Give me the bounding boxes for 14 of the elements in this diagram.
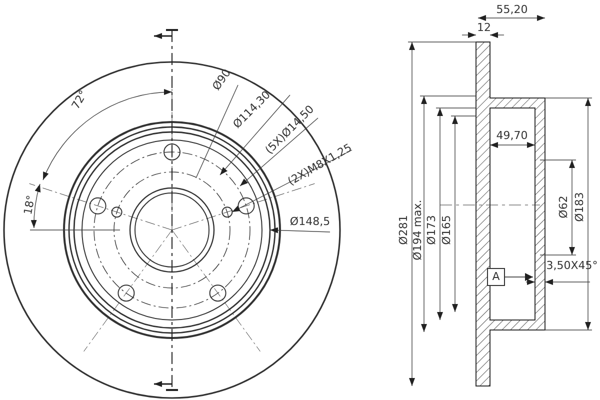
brake-disc-section-drawing <box>440 42 546 386</box>
dimension-label: 18° <box>22 194 38 216</box>
dimension-label: Ø165 <box>441 215 453 245</box>
dimension-label: 72° <box>70 88 90 112</box>
leader-line <box>504 273 534 281</box>
dimension-label: 55,20 <box>496 4 528 16</box>
dimension-label: Ø173 <box>426 215 438 245</box>
dimension-label: 12 <box>477 22 491 34</box>
dimension-label: Ø62 <box>558 196 570 218</box>
dimension-label: Ø183 <box>574 192 586 222</box>
dimension-label: Ø281 <box>398 215 410 245</box>
dimension-label: 49,70 <box>496 130 528 142</box>
dimension-label: Ø194 max. <box>412 200 424 260</box>
dimension-label: Ø148,5 <box>290 216 330 228</box>
